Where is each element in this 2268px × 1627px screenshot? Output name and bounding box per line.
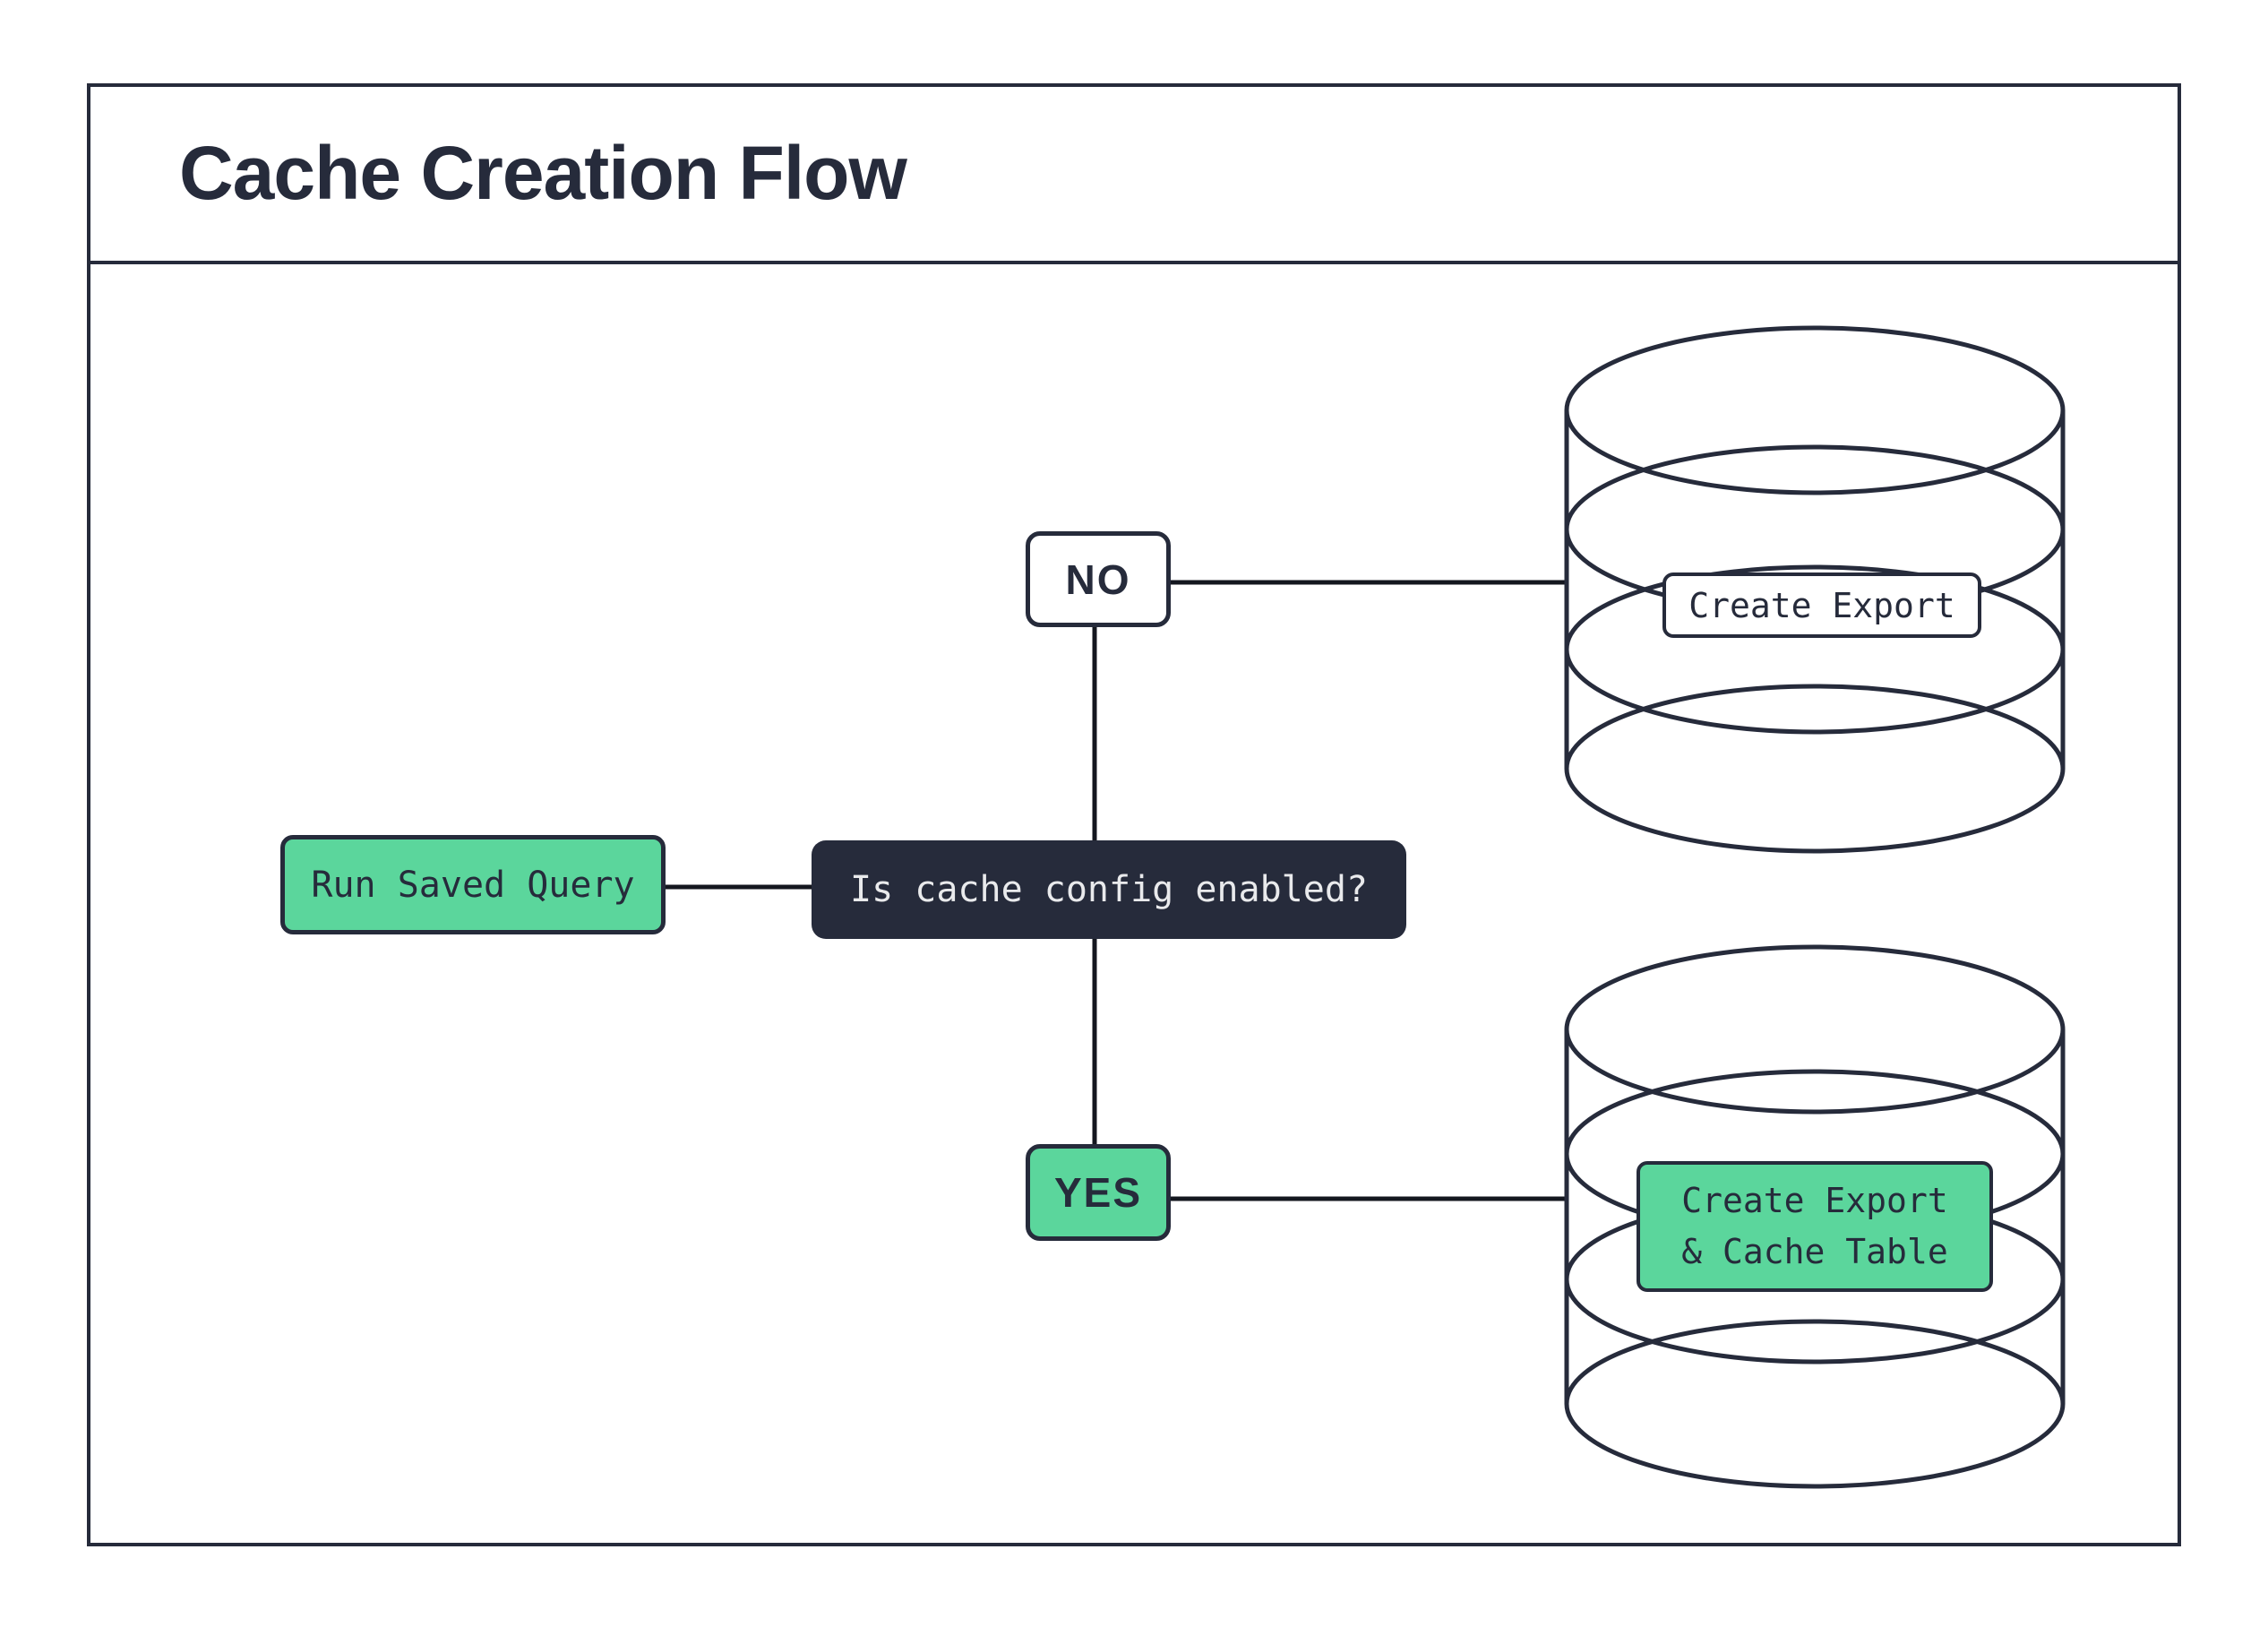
node-label: Run Saved Query <box>311 864 635 906</box>
node-run-saved-query: Run Saved Query <box>280 835 666 934</box>
diagram-title: Cache Creation Flow <box>179 130 907 215</box>
node-label-line1: Create Export <box>1681 1181 1948 1220</box>
node-create-export: Create Export <box>1662 572 1981 638</box>
node-label: Is cache config enabled? <box>850 869 1368 910</box>
node-label: Create Export <box>1688 585 1955 625</box>
node-label-line2: & Cache Table <box>1681 1232 1948 1271</box>
node-branch-no: NO <box>1026 531 1171 627</box>
node-cache-config-decision: Is cache config enabled? <box>812 840 1406 939</box>
node-create-export-cache-table: Create Export & Cache Table <box>1637 1161 1993 1292</box>
diagram-frame <box>87 83 2181 1546</box>
node-label: NO <box>1065 555 1131 603</box>
node-branch-yes: YES <box>1026 1144 1171 1241</box>
header-divider <box>87 261 2181 264</box>
node-label: YES <box>1053 1169 1143 1216</box>
